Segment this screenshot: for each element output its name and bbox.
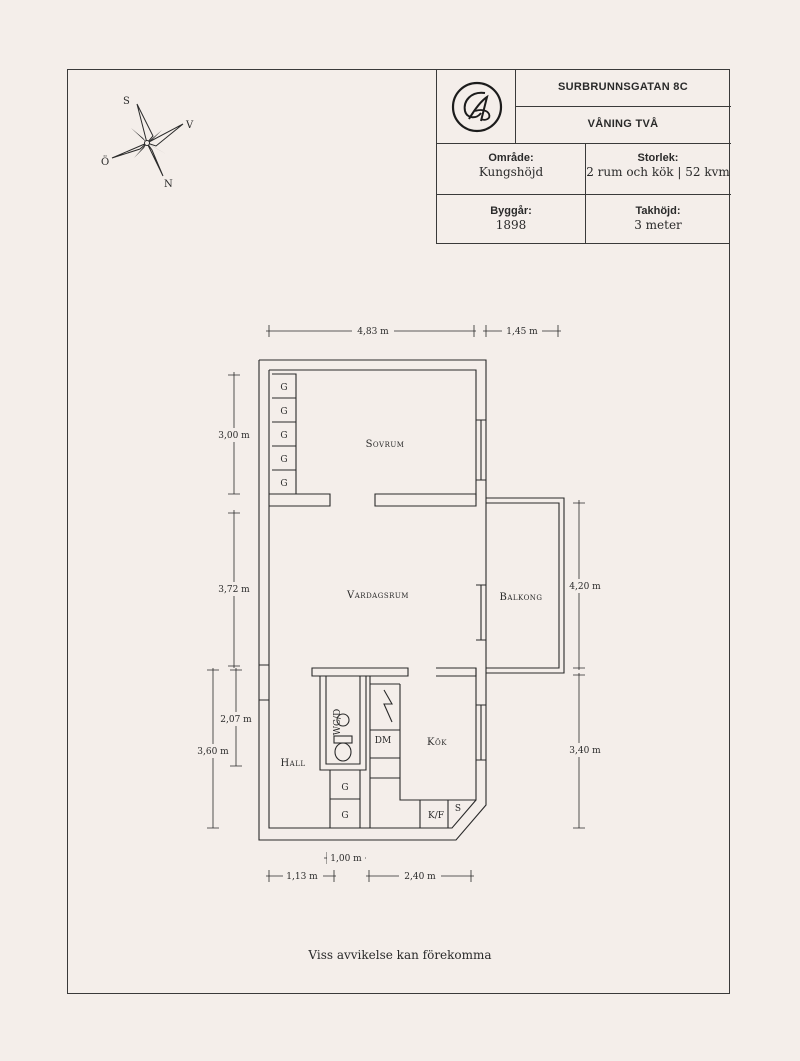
bedroom-closets bbox=[272, 373, 297, 494]
room-s: S bbox=[455, 804, 461, 814]
room-dm: DM bbox=[375, 736, 391, 746]
area-value: Kungshöjd bbox=[478, 165, 544, 179]
compass-v: V bbox=[185, 120, 194, 131]
dim-hall-width: 1,13 m bbox=[286, 872, 318, 882]
agency-logo-icon bbox=[451, 81, 503, 133]
table-divider bbox=[437, 143, 731, 144]
table-divider bbox=[515, 106, 731, 107]
room-kf: K/F bbox=[428, 811, 444, 821]
table-divider bbox=[585, 143, 586, 244]
room-hall: Hall bbox=[280, 758, 305, 769]
built-cell: Byggår: 1898 bbox=[437, 205, 585, 232]
closet-label: G bbox=[280, 455, 287, 465]
page-frame bbox=[67, 69, 730, 994]
ceiling-label: Takhöjd: bbox=[635, 205, 681, 217]
closet-label: G bbox=[280, 383, 287, 393]
closet-label: G bbox=[280, 431, 287, 441]
dim-top-width: 4,83 m bbox=[357, 327, 389, 337]
built-value: 1898 bbox=[495, 218, 527, 232]
dim-living-height: 3,72 m bbox=[218, 585, 250, 595]
closet-label: G bbox=[341, 811, 348, 821]
room-kok: Kök bbox=[427, 737, 447, 748]
room-labels: Sovrum Vardagsrum Balkong Kök Hall DM K/… bbox=[280, 439, 542, 821]
compass-rose-icon: S V Ö N bbox=[101, 96, 194, 190]
dim-balcony-width: 1,45 m bbox=[506, 327, 538, 337]
size-value: 2 rum och kök | 52 kvm bbox=[586, 165, 730, 179]
outer-walls bbox=[258, 359, 487, 841]
ceiling-value: 3 meter bbox=[634, 218, 682, 232]
address-title: SURBRUNNSGATAN 8C bbox=[558, 81, 688, 93]
size-cell: Storlek: 2 rum och kök | 52 kvm bbox=[585, 152, 731, 179]
closet-label: G bbox=[280, 407, 287, 417]
built-label: Byggår: bbox=[490, 205, 532, 217]
room-sovrum: Sovrum bbox=[366, 439, 405, 450]
info-table: SURBRUNNSGATAN 8C VÅNING TVÅ Område: Kun… bbox=[436, 69, 731, 244]
disclaimer-text: Viss avvikelse kan förekomma bbox=[308, 948, 492, 962]
dim-balcony-height: 4,20 m bbox=[569, 582, 601, 592]
ceiling-cell: Takhöjd: 3 meter bbox=[585, 205, 731, 232]
floor-title: VÅNING TVÅ bbox=[587, 118, 659, 130]
area-label: Område: bbox=[488, 152, 534, 164]
closet-label: G bbox=[341, 783, 348, 793]
dim-kitchen-height: 3,40 m bbox=[569, 746, 601, 756]
closet-labels: G G G G G G G bbox=[280, 383, 348, 821]
dim-door-width: 1,00 m bbox=[330, 854, 362, 864]
closet-label: G bbox=[280, 479, 287, 489]
balcony bbox=[486, 497, 565, 674]
dim-bedroom-height: 3,00 m bbox=[218, 431, 250, 441]
compass-n: N bbox=[164, 179, 173, 190]
dimension-labels: 4,83 m 1,45 m 3,00 m 3,72 m 2,07 m 3,60 … bbox=[193, 324, 604, 883]
room-balkong: Balkong bbox=[499, 592, 542, 603]
room-wc: WC/D bbox=[333, 709, 343, 735]
area-cell: Område: Kungshöjd bbox=[437, 152, 585, 179]
dim-bath-height: 2,07 m bbox=[220, 715, 252, 725]
table-divider bbox=[437, 194, 731, 195]
dim-kitchen-width: 2,40 m bbox=[404, 872, 436, 882]
dimension-lines bbox=[207, 325, 585, 882]
compass-o: Ö bbox=[101, 156, 109, 168]
interior-walls bbox=[269, 493, 477, 828]
dim-hall-height: 3,60 m bbox=[197, 747, 229, 757]
compass-s: S bbox=[123, 96, 130, 107]
room-vardagsrum: Vardagsrum bbox=[346, 590, 409, 601]
size-label: Storlek: bbox=[637, 152, 679, 164]
